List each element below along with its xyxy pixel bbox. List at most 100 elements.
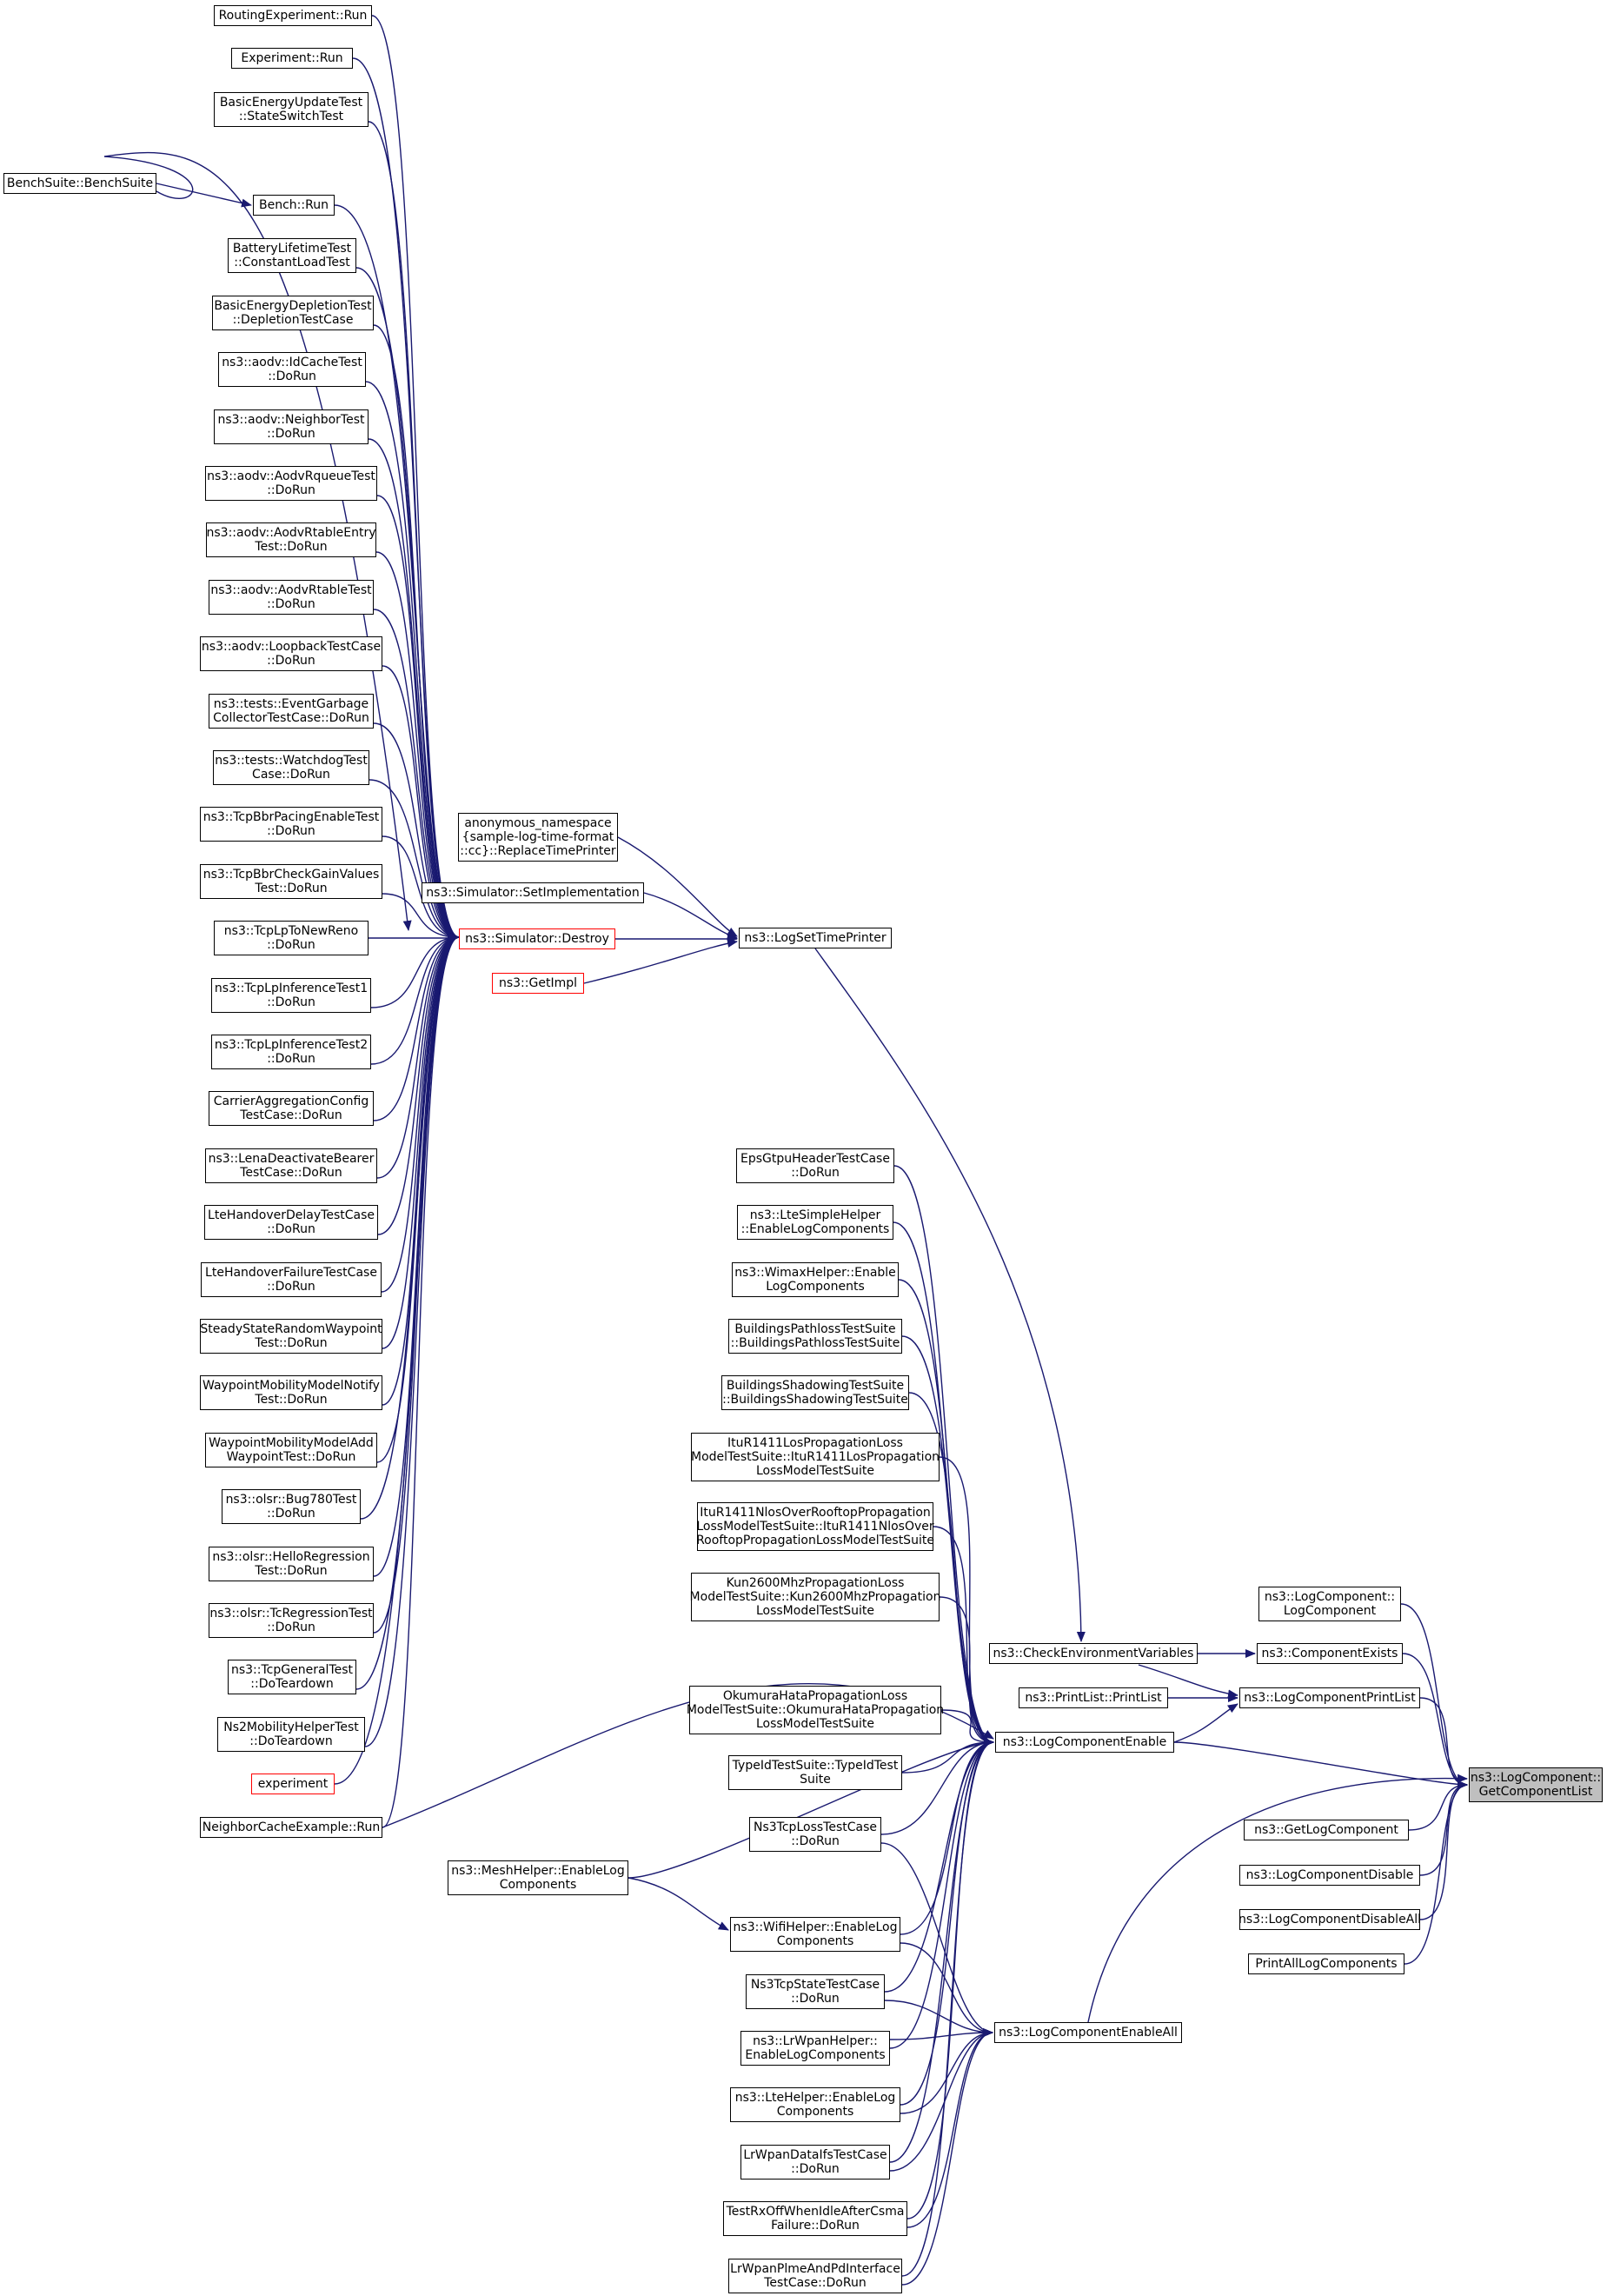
node-bench-suite[interactable]: BenchSuite::BenchSuite xyxy=(3,173,156,194)
edge-to-simulator-destroy xyxy=(373,722,460,942)
node-get-impl[interactable]: ns3::GetImpl xyxy=(492,973,584,994)
node-olsr-hello-regression-test[interactable]: ns3::olsr::HelloRegression Test::DoRun xyxy=(209,1547,374,1581)
node-ns3-tcp-loss-test[interactable]: Ns3TcpLossTestCase ::DoRun xyxy=(749,1817,881,1852)
node-tcp-bbr-gain-test[interactable]: ns3::TcpBbrCheckGainValues Test::DoRun xyxy=(200,864,382,899)
node-lrwpan-plme-pd-interface-test[interactable]: LrWpanPlmeAndPdInterface TestCase::DoRun xyxy=(728,2259,902,2293)
node-event-garbage-collector-test[interactable]: ns3::tests::EventGarbage CollectorTestCa… xyxy=(209,694,374,729)
node-print-all-log-components[interactable]: PrintAllLogComponents xyxy=(1248,1953,1404,1974)
node-simulator-set-implementation[interactable]: ns3::Simulator::SetImplementation xyxy=(422,882,644,903)
node-itu-nlos-test-suite[interactable]: ItuR1411NlosOverRooftopPropagation LossM… xyxy=(696,1502,934,1551)
node-olsr-tc-regression-test[interactable]: ns3::olsr::TcRegressionTest ::DoRun xyxy=(209,1603,374,1638)
edge-to-simulator-destroy xyxy=(365,381,460,942)
node-tcp-general-test[interactable]: ns3::TcpGeneralTest ::DoTeardown xyxy=(228,1660,356,1694)
node-tcp-lp-inference-test1[interactable]: ns3::TcpLpInferenceTest1 ::DoRun xyxy=(211,978,371,1013)
edge-replace-time-printer-to-log-set-time-printer xyxy=(617,836,738,937)
node-get-log-component[interactable]: ns3::GetLogComponent xyxy=(1244,1820,1409,1840)
node-experiment-run[interactable]: Experiment::Run xyxy=(231,48,353,69)
node-battery-lifetime-test[interactable]: BatteryLifetimeTest ::ConstantLoadTest xyxy=(228,238,356,273)
edge-to-get-component-list xyxy=(1408,1780,1468,1831)
node-lrwpan-dataifs-test[interactable]: LrWpanDataIfsTestCase ::DoRun xyxy=(740,2145,890,2180)
node-lena-deactivate-bearer-test[interactable]: ns3::LenaDeactivateBearer TestCase::DoRu… xyxy=(205,1148,377,1183)
node-print-list[interactable]: ns3::PrintList::PrintList xyxy=(1019,1687,1168,1708)
node-neighbor-cache-example-run[interactable]: NeighborCacheExample::Run xyxy=(200,1817,382,1838)
edge-to-simulator-destroy xyxy=(376,495,460,942)
node-olsr-bug780-test[interactable]: ns3::olsr::Bug780Test ::DoRun xyxy=(222,1489,361,1524)
edge-to-simulator-destroy xyxy=(369,779,460,942)
edge-to-simulator-destroy xyxy=(373,609,460,942)
node-itu-los-test-suite[interactable]: ItuR1411LosPropagationLoss ModelTestSuit… xyxy=(691,1433,940,1481)
node-carrier-aggregation-test[interactable]: CarrierAggregationConfig TestCase::DoRun xyxy=(209,1091,374,1126)
node-test-rxoff-csma-failure[interactable]: TestRxOffWhenIdleAfterCsma Failure::DoRu… xyxy=(723,2201,907,2236)
edge-to-log-component-enable-all xyxy=(901,2028,993,2286)
edge-get-impl-to-log-set-time-printer xyxy=(583,939,738,984)
node-wifi-helper[interactable]: ns3::WifiHelper::EnableLog Components xyxy=(730,1917,900,1952)
edge-to-log-component-enable-all xyxy=(889,2028,993,2172)
node-wimax-helper[interactable]: ns3::WimaxHelper::Enable LogComponents xyxy=(732,1262,899,1297)
node-lte-handover-failure-test[interactable]: LteHandoverFailureTestCase ::DoRun xyxy=(201,1262,382,1297)
edge-mesh-helper-to-wifi-helper xyxy=(628,1877,729,1931)
edge-to-simulator-destroy xyxy=(382,835,460,942)
edge-enable-all-to-get-component-list xyxy=(1087,1774,1468,2023)
node-aodv-loopback-test[interactable]: ns3::aodv::LoopbackTestCase ::DoRun xyxy=(200,636,382,671)
node-log-set-time-printer[interactable]: ns3::LogSetTimePrinter xyxy=(739,928,892,948)
node-waypoint-notify-test[interactable]: WaypointMobilityModelNotify Test::DoRun xyxy=(200,1375,382,1410)
node-tcp-lp-inference-test2[interactable]: ns3::TcpLpInferenceTest2 ::DoRun xyxy=(211,1035,371,1069)
node-basic-energy-depletion-test[interactable]: BasicEnergyDepletionTest ::DepletionTest… xyxy=(212,296,374,330)
edge-to-get-component-list xyxy=(1419,1697,1468,1789)
edge-to-simulator-destroy xyxy=(381,933,460,1293)
node-tcp-bbr-pacing-test[interactable]: ns3::TcpBbrPacingEnableTest ::DoRun xyxy=(200,807,382,842)
node-log-component-enable-all[interactable]: ns3::LogComponentEnableAll xyxy=(994,2022,1182,2043)
node-lte-handover-delay-test[interactable]: LteHandoverDelayTestCase ::DoRun xyxy=(204,1205,378,1240)
edge-to-simulator-destroy xyxy=(376,933,460,1179)
edge-bench-suite-to-bench-run xyxy=(156,183,252,208)
node-replace-time-printer[interactable]: anonymous_namespace {sample-log-time-for… xyxy=(458,813,618,862)
node-log-component-print-list[interactable]: ns3::LogComponentPrintList xyxy=(1239,1687,1420,1708)
node-aodv-rtable-entry-test[interactable]: ns3::aodv::AodvRtableEntry Test::DoRun xyxy=(206,522,376,557)
node-buildings-pathloss-test-suite[interactable]: BuildingsPathlossTestSuite ::BuildingsPa… xyxy=(728,1319,902,1354)
node-kun2600-test-suite[interactable]: Kun2600MhzPropagationLoss ModelTestSuite… xyxy=(690,1573,940,1621)
node-eps-gtpu-header-test[interactable]: EpsGtpuHeaderTestCase ::DoRun xyxy=(736,1148,894,1183)
node-aodv-idcache-test[interactable]: ns3::aodv::IdCacheTest ::DoRun xyxy=(218,352,366,387)
edge-to-simulator-destroy xyxy=(334,933,460,1785)
node-buildings-shadowing-test-suite[interactable]: BuildingsShadowingTestSuite ::BuildingsS… xyxy=(721,1375,909,1410)
edge-to-log-component-enable xyxy=(889,1738,994,2163)
edge-to-log-component-enable xyxy=(939,1596,994,1747)
node-bench-run[interactable]: Bench::Run xyxy=(253,195,335,216)
edge-to-log-component-enable xyxy=(884,1738,994,1993)
edge-to-simulator-destroy xyxy=(377,933,460,1235)
node-lte-helper[interactable]: ns3::LteHelper::EnableLog Components xyxy=(730,2087,900,2122)
node-lte-simple-helper[interactable]: ns3::LteSimpleHelper ::EnableLogComponen… xyxy=(737,1205,893,1240)
node-okumura-test-suite[interactable]: OkumuraHataPropagationLoss ModelTestSuit… xyxy=(687,1686,944,1734)
node-waypoint-add-test[interactable]: WaypointMobilityModelAdd WaypointTest::D… xyxy=(205,1433,377,1467)
edge-to-simulator-destroy xyxy=(382,933,460,1349)
node-log-component-constructor[interactable]: ns3::LogComponent:: LogComponent xyxy=(1258,1587,1401,1621)
edge-to-log-component-enable-all xyxy=(900,2028,993,2114)
node-aodv-rqueue-test[interactable]: ns3::aodv::AodvRqueueTest ::DoRun xyxy=(205,466,377,501)
node-routing-experiment-run[interactable]: RoutingExperiment::Run xyxy=(214,5,372,26)
edge-to-log-component-enable-all xyxy=(880,1842,993,2037)
edge-to-log-component-enable xyxy=(906,1738,994,2219)
node-check-environment-variables[interactable]: ns3::CheckEnvironmentVariables xyxy=(989,1643,1198,1664)
node-log-component-disable[interactable]: ns3::LogComponentDisable xyxy=(1239,1865,1420,1886)
node-ns3-tcp-state-test[interactable]: Ns3TcpStateTestCase ::DoRun xyxy=(746,1974,885,2009)
node-log-component-disable-all[interactable]: ns3::LogComponentDisableAll xyxy=(1238,1909,1421,1930)
edge-to-simulator-destroy xyxy=(382,933,460,1406)
node-experiment[interactable]: experiment xyxy=(251,1774,335,1794)
node-log-component-enable[interactable]: ns3::LogComponentEnable xyxy=(995,1732,1174,1753)
node-ns2-mobility-helper-test[interactable]: Ns2MobilityHelperTest ::DoTeardown xyxy=(217,1717,365,1752)
node-steady-state-waypoint-test[interactable]: SteadyStateRandomWaypoint Test::DoRun xyxy=(200,1319,382,1354)
node-component-exists[interactable]: ns3::ComponentExists xyxy=(1257,1643,1403,1664)
node-watchdog-test[interactable]: ns3::tests::WatchdogTest Case::DoRun xyxy=(213,750,369,785)
node-tcp-lp-newreno[interactable]: ns3::TcpLpToNewReno ::DoRun xyxy=(214,921,369,955)
edge-to-simulator-destroy xyxy=(368,438,460,942)
edge-to-log-component-enable xyxy=(933,1526,994,1747)
node-aodv-rtable-test[interactable]: ns3::aodv::AodvRtableTest ::DoRun xyxy=(209,580,374,615)
node-basic-energy-update-test[interactable]: BasicEnergyUpdateTest ::StateSwitchTest xyxy=(214,92,369,127)
node-lrwpan-helper[interactable]: ns3::LrWpanHelper:: EnableLogComponents xyxy=(740,2031,890,2066)
node-aodv-neighbor-test[interactable]: ns3::aodv::NeighborTest ::DoRun xyxy=(214,409,369,444)
node-typeid-test-suite[interactable]: TypeIdTestSuite::TypeIdTest Suite xyxy=(728,1755,902,1790)
node-simulator-destroy[interactable]: ns3::Simulator::Destroy xyxy=(459,928,615,949)
node-get-component-list-target[interactable]: ns3::LogComponent:: GetComponentList xyxy=(1469,1767,1603,1802)
node-mesh-helper[interactable]: ns3::MeshHelper::EnableLog Components xyxy=(448,1860,628,1895)
